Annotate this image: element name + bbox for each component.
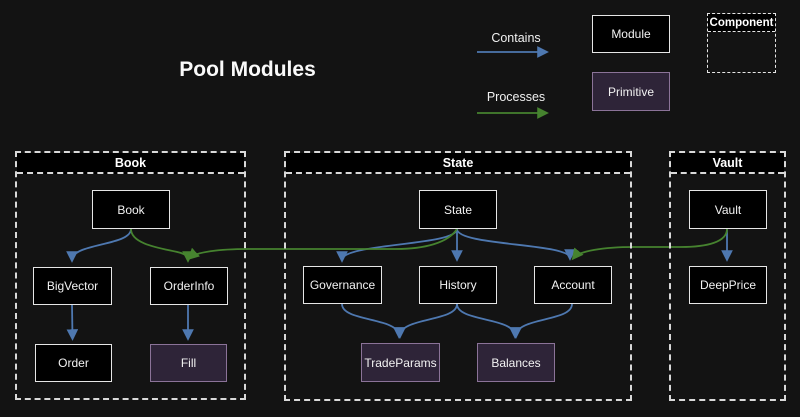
legend-component-box: Component <box>707 13 776 73</box>
cluster-book-header: Book <box>17 153 244 174</box>
legend-processes-label: Processes <box>486 90 546 104</box>
legend-contains-label: Contains <box>491 31 541 45</box>
legend-primitive-label: Primitive <box>607 84 654 99</box>
legend-module-label: Module <box>611 27 651 41</box>
cluster-state: State <box>284 151 632 401</box>
node-history: History <box>419 266 497 304</box>
legend-module-box: Module <box>592 15 670 53</box>
cluster-vault: Vault <box>669 151 786 401</box>
cluster-vault-header: Vault <box>671 153 784 174</box>
node-balances: Balances <box>477 343 555 382</box>
node-state: State <box>419 190 497 229</box>
node-governance: Governance <box>303 266 382 304</box>
legend-primitive-box: Primitive <box>592 72 670 111</box>
node-fill: Fill <box>150 344 227 382</box>
node-bigvector: BigVector <box>33 267 112 305</box>
cluster-book: Book <box>15 151 246 400</box>
node-account: Account <box>534 266 612 304</box>
node-deepprice: DeepPrice <box>689 266 767 304</box>
node-tradeparams: TradeParams <box>361 343 440 382</box>
node-orderinfo: OrderInfo <box>150 267 228 305</box>
legend-component-label: Component <box>708 14 775 32</box>
cluster-state-header: State <box>286 153 630 174</box>
node-book: Book <box>92 190 170 229</box>
node-vault: Vault <box>689 190 767 229</box>
node-order: Order <box>35 344 112 382</box>
page-title: Pool Modules <box>179 58 316 81</box>
